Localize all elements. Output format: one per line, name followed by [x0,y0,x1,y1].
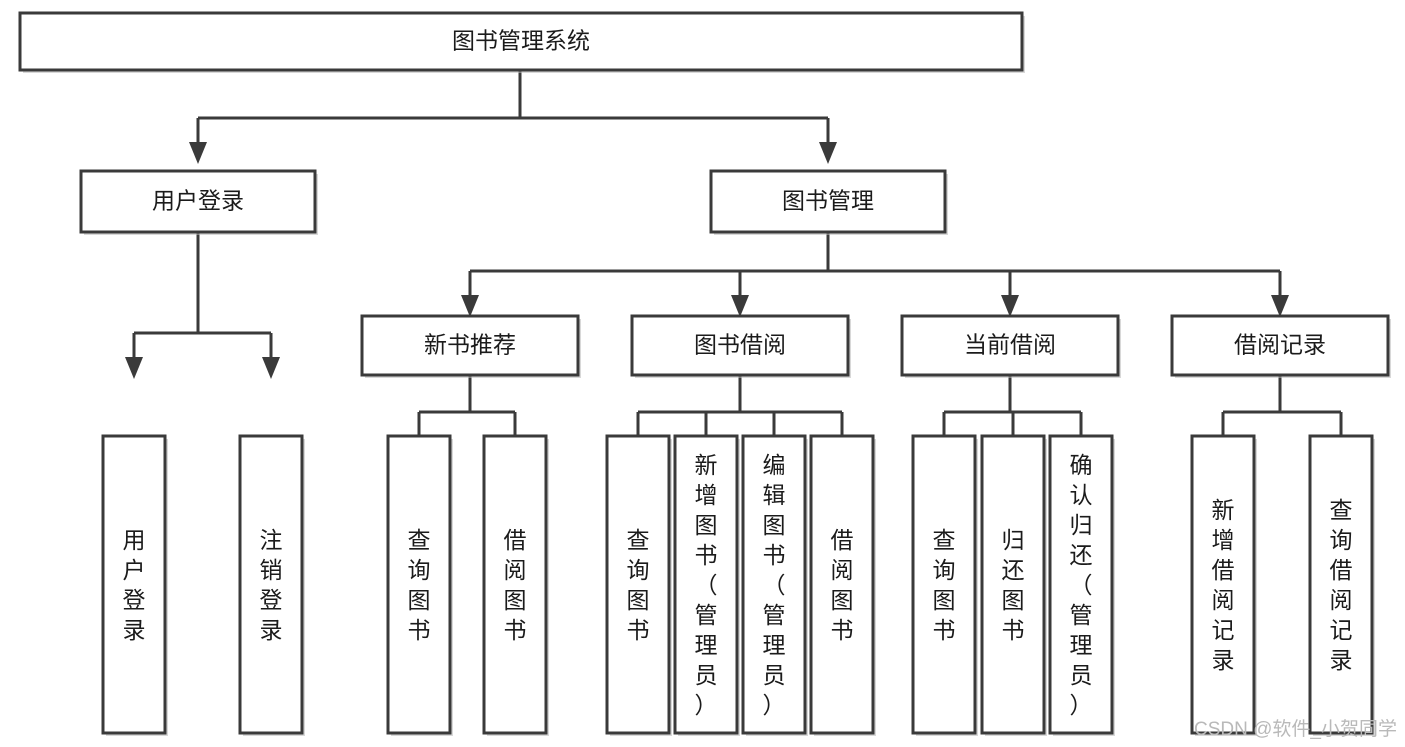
node-label: 用户登录 [123,527,146,643]
node-label: 借阅图书 [504,527,527,643]
node-rect[interactable] [79,169,317,234]
node-label: 新书推荐 [424,332,516,358]
node-label: 确认归还（管理员） [1070,452,1093,718]
node-layer: 图书管理系统用户登录图书管理新书推荐图书借阅当前借阅借阅记录用户登录注销登录查询… [18,11,1391,736]
node-level3-book-borrow[interactable]: 图书借阅 [630,314,851,378]
node-level3-new-book-rec[interactable]: 新书推荐 [360,314,581,378]
node-leaf-leaf-user-logout[interactable]: 注销登录 [238,434,305,736]
node-label: 注销登录 [260,527,283,643]
node-leaf-leaf-rec-search[interactable]: 查询借阅记录 [1308,434,1375,736]
node-label: 编辑图书（管理员） [763,452,786,718]
node-level2-book-manage[interactable]: 图书管理 [709,169,948,235]
node-label: 查询借阅记录 [1330,497,1353,673]
node-rect[interactable] [101,434,167,735]
node-level2-user-login[interactable]: 用户登录 [79,169,318,235]
node-leaf-leaf-cur-return[interactable]: 归还图书 [980,434,1047,736]
node-rect[interactable] [809,434,875,735]
node-rect[interactable] [673,434,739,735]
node-leaf-leaf-cur-query[interactable]: 查询图书 [911,434,978,736]
node-label: 查询图书 [933,527,956,643]
node-root-root[interactable]: 图书管理系统 [18,11,1025,73]
node-leaf-leaf-rec-add[interactable]: 新增借阅记录 [1190,434,1257,736]
node-label: 查询图书 [627,527,650,643]
connector-user-login-to-leaves [125,232,280,379]
node-rect[interactable] [1048,434,1114,735]
node-leaf-leaf-borrow-lend[interactable]: 借阅图书 [809,434,876,736]
node-leaf-leaf-rec-borrow[interactable]: 借阅图书 [482,434,549,736]
node-label: 借阅图书 [831,527,854,643]
node-rect[interactable] [709,169,947,234]
node-label: 图书管理系统 [452,28,590,54]
node-leaf-leaf-rec-query[interactable]: 查询图书 [386,434,453,736]
node-leaf-leaf-borrow-query[interactable]: 查询图书 [605,434,672,736]
node-label: 新增图书（管理员） [695,452,718,718]
node-level3-current-borrow[interactable]: 当前借阅 [900,314,1121,378]
node-rect[interactable] [630,314,850,377]
node-rect[interactable] [482,434,548,735]
node-label: 图书管理 [782,188,874,214]
node-rect[interactable] [386,434,452,735]
node-leaf-leaf-user-login[interactable]: 用户登录 [101,434,168,736]
node-rect[interactable] [238,434,304,735]
node-label: 当前借阅 [964,332,1056,358]
node-rect[interactable] [605,434,671,735]
node-label: 新增借阅记录 [1212,497,1235,673]
node-level3-borrow-record[interactable]: 借阅记录 [1170,314,1391,378]
watermark: CSDN @软件_小贺同学 [1194,719,1397,740]
node-rect[interactable] [741,434,807,735]
connector-book-manage-to-level3 [461,232,1289,317]
node-rect[interactable] [1190,434,1256,735]
node-leaf-leaf-borrow-edit[interactable]: 编辑图书（管理员） [741,434,808,736]
node-rect[interactable] [360,314,580,377]
connector-root-to-level2 [189,70,837,164]
node-leaf-leaf-borrow-add[interactable]: 新增图书（管理员） [673,434,740,736]
node-label: 归还图书 [1002,527,1025,643]
node-rect[interactable] [900,314,1120,377]
node-label: 图书借阅 [694,332,786,358]
node-rect[interactable] [911,434,977,735]
node-rect[interactable] [1170,314,1390,377]
connector-layer [125,70,1350,458]
node-rect[interactable] [1308,434,1374,735]
node-label: 用户登录 [152,188,244,214]
node-label: 查询图书 [408,527,431,643]
node-leaf-leaf-cur-confirm[interactable]: 确认归还（管理员） [1048,434,1115,736]
node-rect[interactable] [980,434,1046,735]
node-rect[interactable] [18,11,1024,72]
node-label: 借阅记录 [1234,332,1326,358]
